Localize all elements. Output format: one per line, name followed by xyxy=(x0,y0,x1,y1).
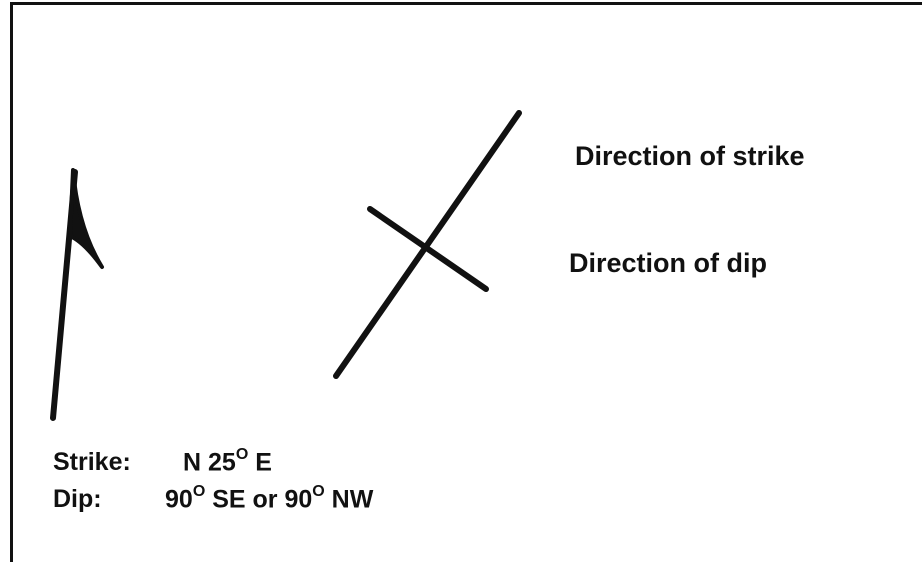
direction-of-strike-label: Direction of strike xyxy=(575,141,805,171)
north-arrow-icon xyxy=(50,168,104,421)
strike-line xyxy=(333,110,522,379)
strike-measurement: Strike: N 25O E xyxy=(53,446,272,477)
strike-value-suffix: E xyxy=(248,448,272,477)
dip-value-1: 90 xyxy=(165,485,193,514)
strike-label: Strike: xyxy=(53,448,131,477)
strike-value-prefix: N 25 xyxy=(183,448,236,477)
north-arrow-barb xyxy=(68,168,104,269)
dip-degree-symbol-1: O xyxy=(192,483,206,500)
dip-line xyxy=(367,206,489,292)
dip-label: Dip: xyxy=(53,485,102,514)
direction-of-dip-label: Direction of dip xyxy=(569,248,767,278)
dip-degree-symbol-2: O xyxy=(312,483,325,500)
strike-dip-symbol-icon xyxy=(333,110,522,379)
diagram-frame xyxy=(10,2,922,562)
strike-degree-symbol: O xyxy=(235,446,249,463)
dip-measurement: Dip:90O SE or 90O NW xyxy=(53,483,374,514)
dip-value-middle: SE or 90 xyxy=(205,485,313,514)
diagram-drawing xyxy=(50,110,522,421)
dip-value-suffix: NW xyxy=(324,485,374,514)
